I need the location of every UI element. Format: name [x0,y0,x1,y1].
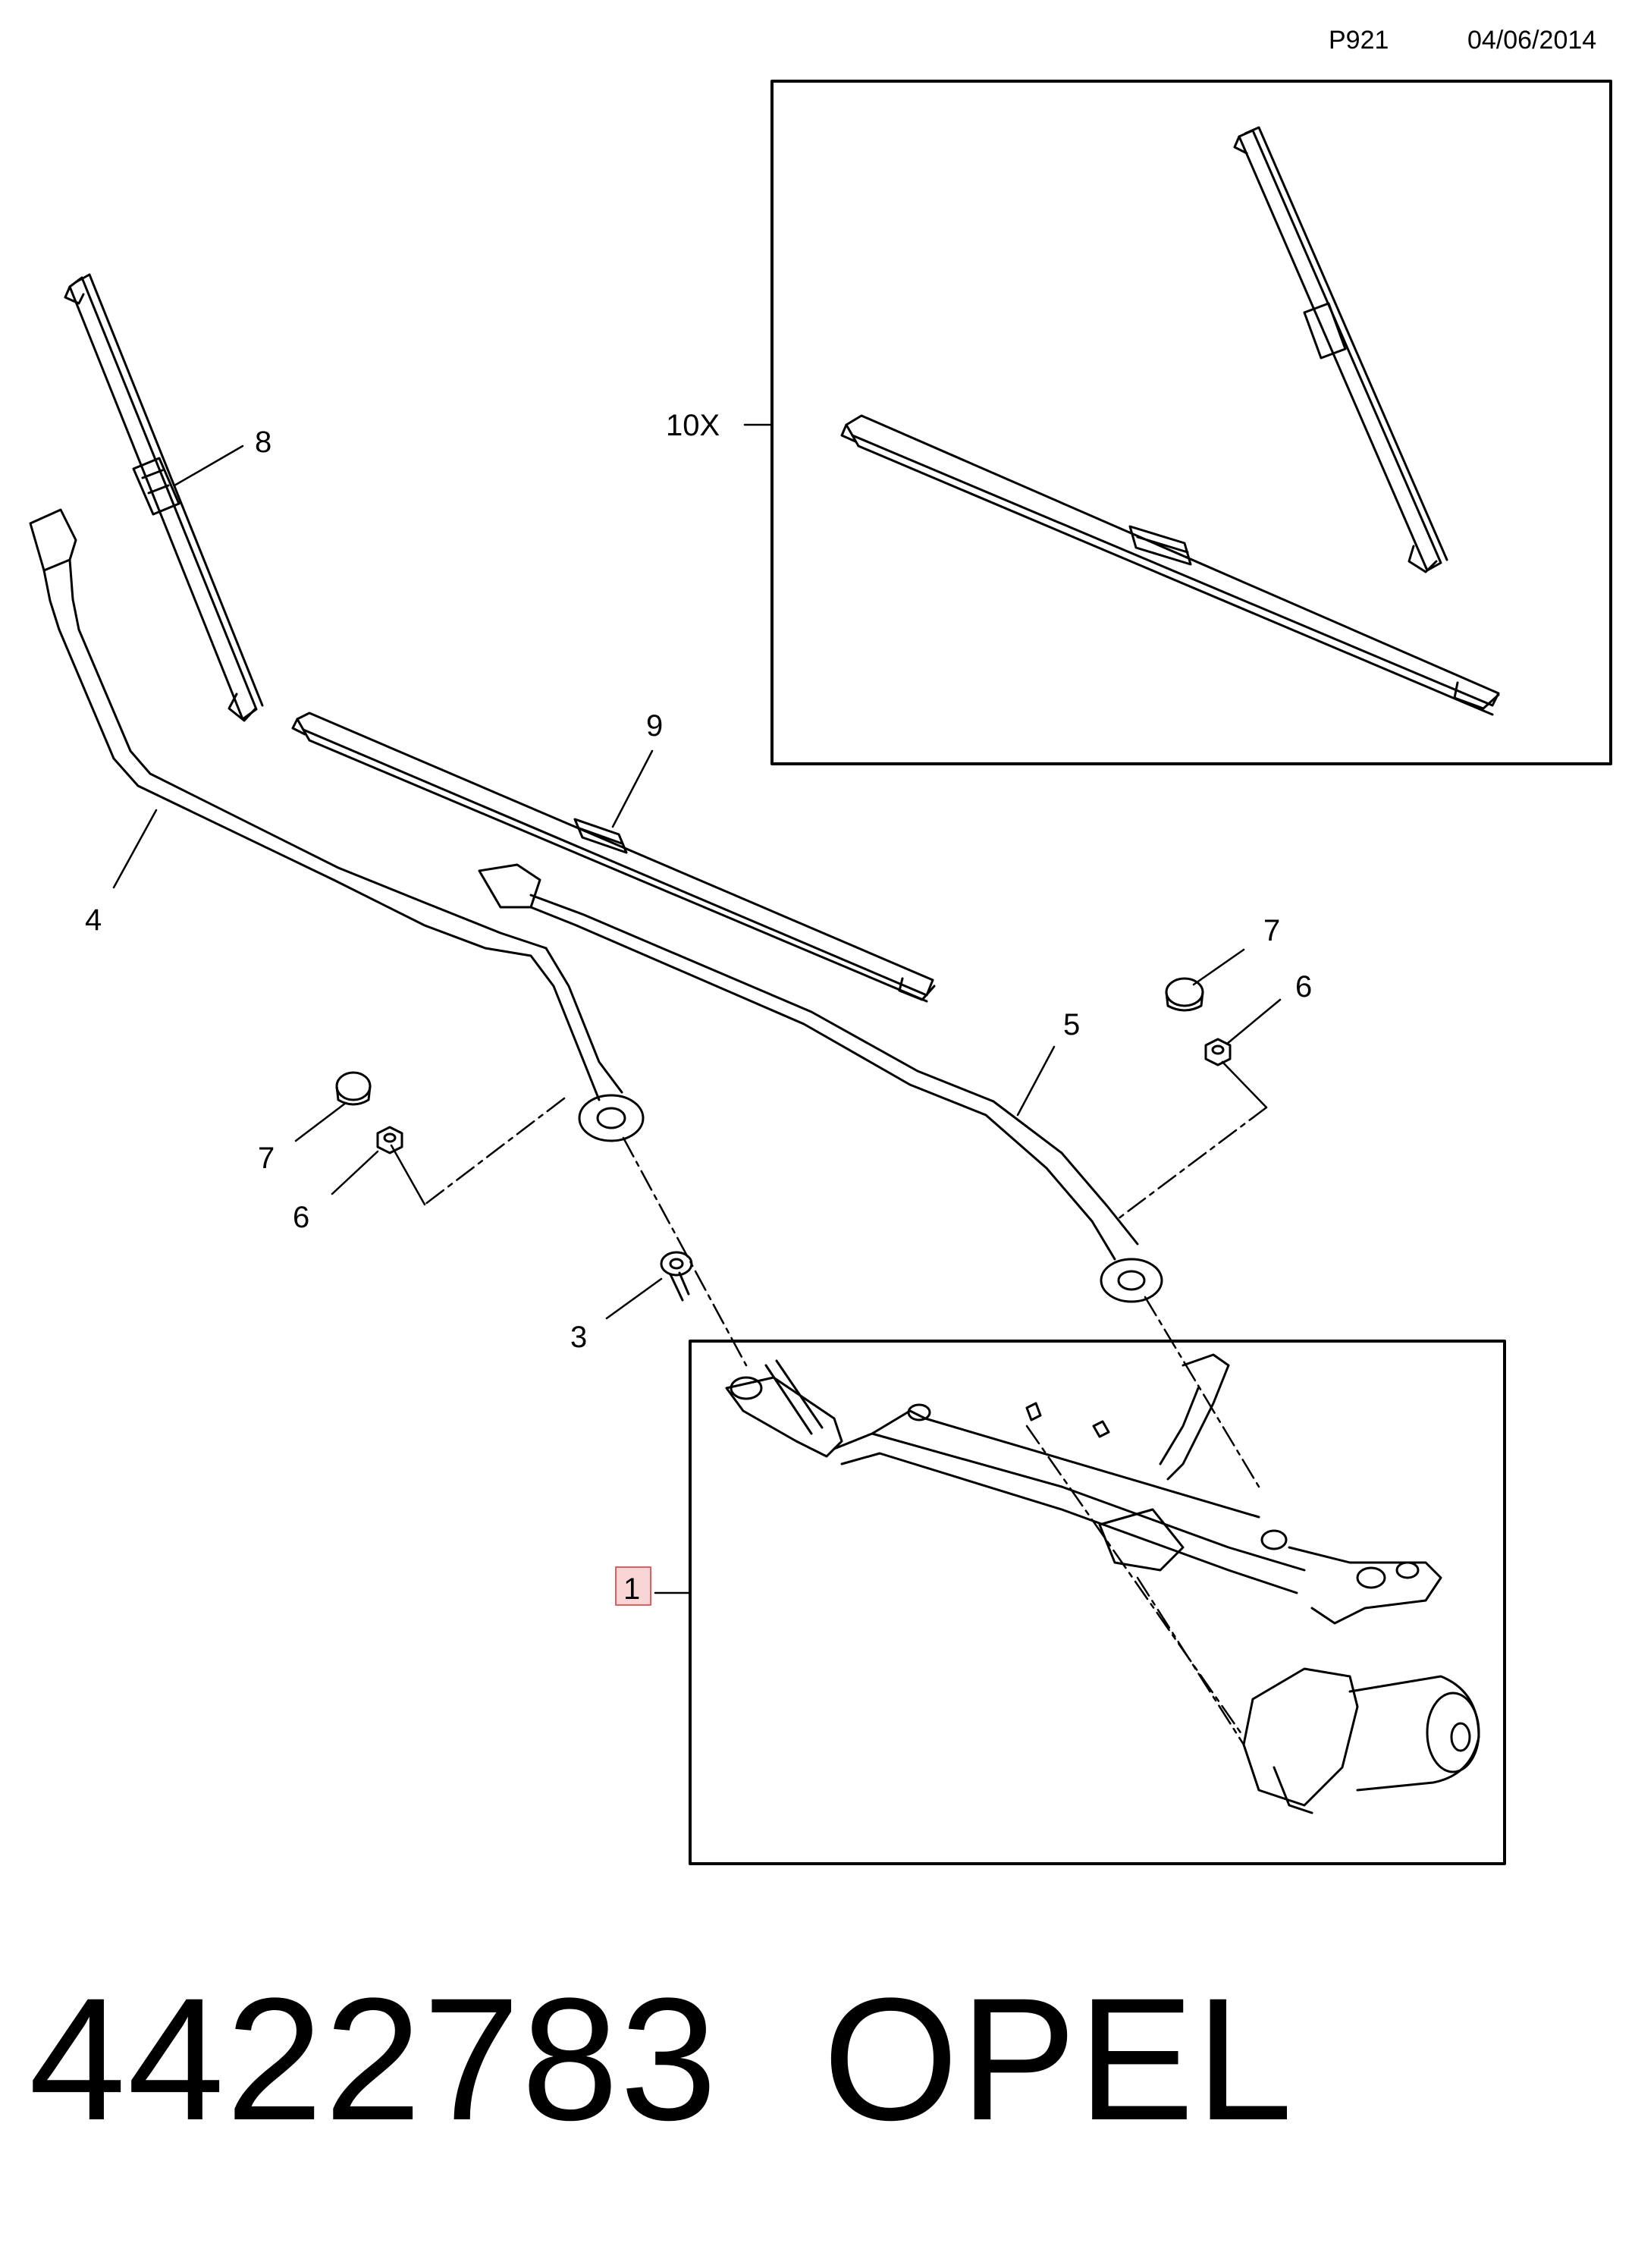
part-9-wiper-blade [291,711,936,1003]
callout-5: 5 [1063,1008,1080,1041]
assembly-bracket-lines [390,1060,1268,1206]
part-5-wiper-arm-right [478,863,1163,1303]
part-6-nut-right [1204,1038,1232,1066]
part-4-wiper-arm-left [29,508,645,1142]
callout-6-left: 6 [293,1201,309,1234]
part-1-linkage-assembly [725,1353,1480,1814]
diagram-reference: P921 [1329,26,1389,55]
callout-10x: 10X [666,409,720,442]
diagram-date: 04/06/2014 [1467,26,1597,55]
callout-4: 4 [85,903,102,937]
callout-9: 9 [646,709,663,743]
part-7-cap-right [1165,977,1204,1012]
inset-box-blade-set [770,80,1612,765]
part-3-bolt [660,1251,693,1302]
callout-1: 1 [623,1572,640,1606]
part-number: 4422783 [29,1962,719,2156]
inset-box-linkage [689,1340,1506,1865]
callout-7-right: 7 [1263,914,1280,947]
callout-3: 3 [570,1321,587,1354]
callout-leaders [112,423,1282,1594]
callout-8: 8 [255,426,271,459]
part-8-wiper-blade [64,273,264,722]
assembly-dashed-lines [423,1097,1268,1746]
brand-name: OPEL [823,1962,1295,2156]
part-10x-blade-set [840,126,1500,716]
part-7-cap-left [335,1071,372,1106]
callout-1-highlight [615,1566,651,1606]
part-6-nut-left [376,1126,403,1154]
callout-6-right: 6 [1295,970,1312,1004]
callout-7-left: 7 [258,1142,275,1175]
